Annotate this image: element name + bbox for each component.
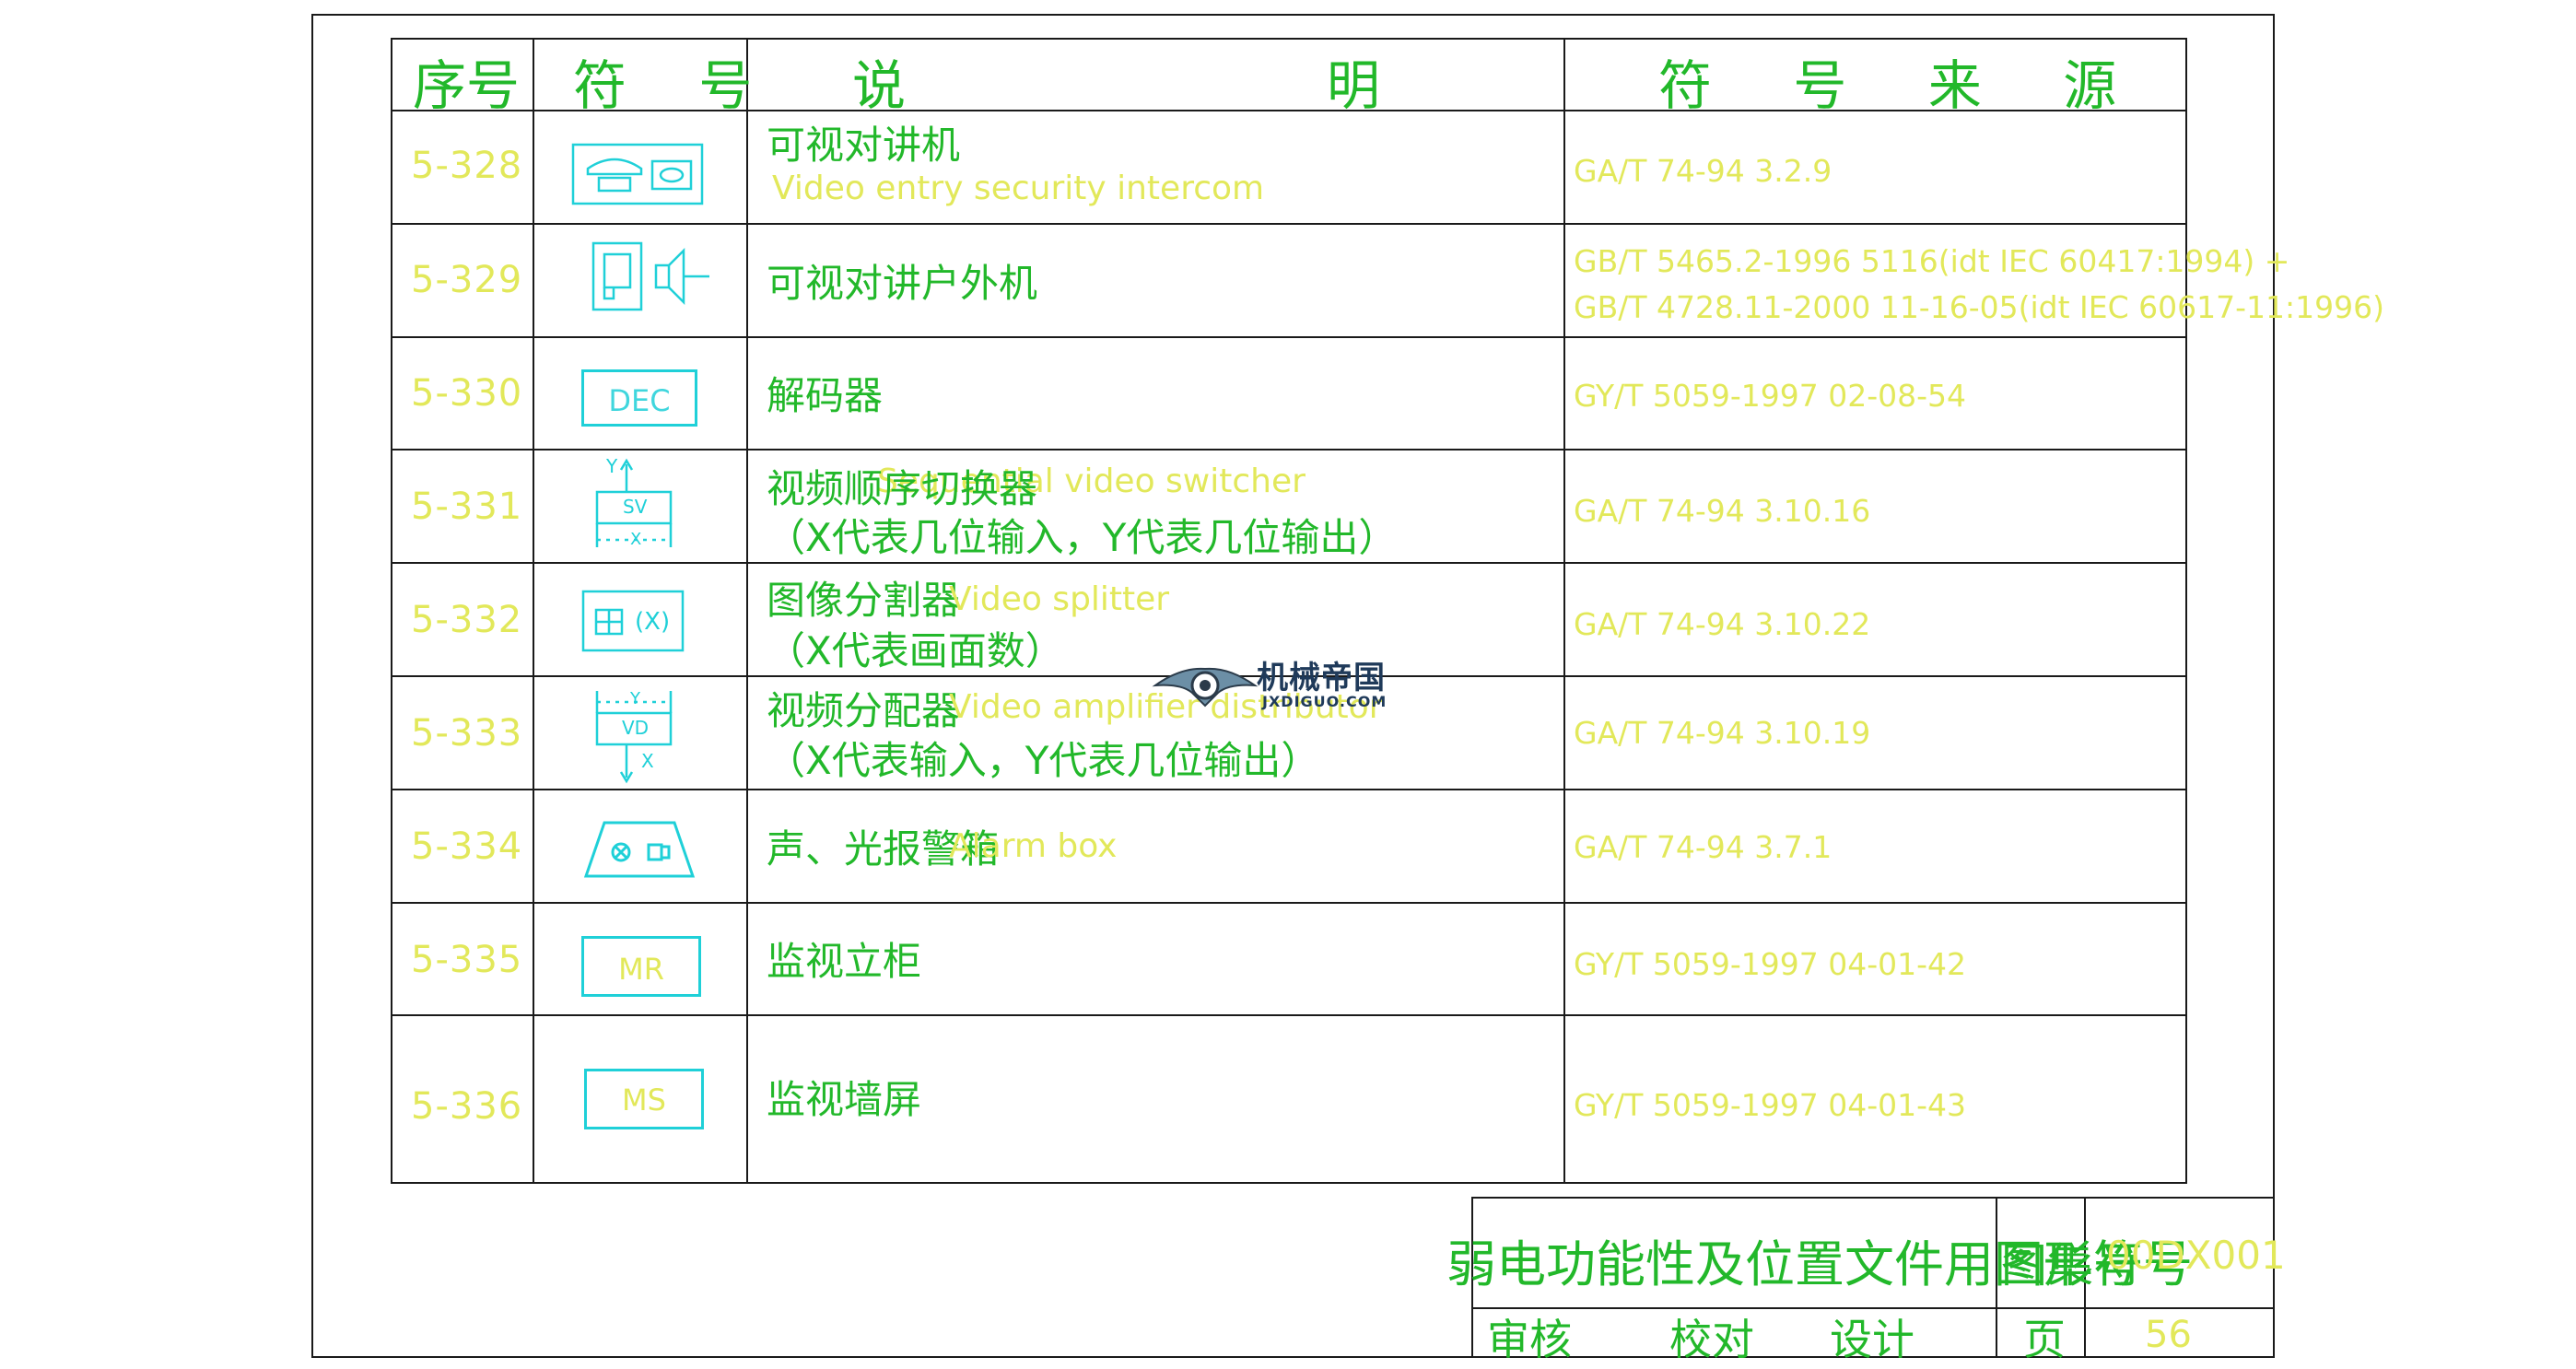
row-seq: 5-330 xyxy=(411,372,523,415)
monitor-cabinet-symbol: MR xyxy=(581,936,701,997)
monitor-wall-symbol-label: MS xyxy=(622,1082,666,1117)
video-splitter-symbol-label: (X) xyxy=(635,608,671,636)
row-description: 视频分配器 xyxy=(767,688,961,733)
atlas-number: 00DX001 xyxy=(2106,1233,2286,1278)
video-splitter-icon xyxy=(581,590,685,652)
row-description-english: Video entry security intercom xyxy=(772,170,1265,207)
row-source: GA/T 74-94 3.10.16 xyxy=(1574,493,1871,529)
video-switcher-x-label: X xyxy=(630,530,642,549)
intercom-outdoor-unit-icon xyxy=(591,241,709,311)
video-switcher-y-label: Y xyxy=(606,455,618,477)
row-description: 可视对讲户外机 xyxy=(767,261,1038,306)
row-description-english: Video splitter xyxy=(949,580,1170,618)
row-source: GA/T 74-94 3.10.19 xyxy=(1574,715,1871,751)
atlas-label: 图集号 xyxy=(2001,1239,2139,1293)
review-label: 审核 xyxy=(1487,1315,1572,1364)
row-description: 可视对讲机 xyxy=(767,123,961,168)
row-source: GA/T 74-94 3.10.22 xyxy=(1574,606,1871,642)
watermark-logo-icon xyxy=(1152,667,1259,708)
header-description-2: 明 xyxy=(1327,54,1381,117)
alarm-box-icon xyxy=(583,821,696,878)
row-source: GY/T 5059-1997 02-08-54 xyxy=(1574,378,1967,414)
row-description-note: （X代表画面数） xyxy=(767,628,1064,673)
row-description-note: （X代表输入，Y代表几位输出） xyxy=(767,738,1320,783)
header-seq: 序号 xyxy=(413,54,521,117)
video-distributor-symbol-label: VD xyxy=(622,717,650,739)
row-source: GY/T 5059-1997 04-01-43 xyxy=(1574,1087,1967,1123)
row-source: GB/T 4728.11-2000 11-16-05(idt IEC 60617… xyxy=(1574,289,2384,325)
row-description-english: Sequential video switcher xyxy=(877,462,1306,500)
monitor-wall-symbol: MS xyxy=(584,1069,704,1129)
header-description-1: 说 xyxy=(852,54,907,117)
row-seq: 5-336 xyxy=(411,1085,523,1128)
row-description: 监视立柜 xyxy=(767,939,922,984)
row-seq: 5-332 xyxy=(411,599,523,641)
outer-frame-top xyxy=(311,14,2275,16)
outer-frame-bottom xyxy=(311,1356,2275,1358)
header-symbol: 符 号 xyxy=(573,54,753,117)
video-switcher-icon xyxy=(595,458,673,547)
row-source: GA/T 74-94 3.7.1 xyxy=(1574,829,1832,865)
video-distributor-y-label: Y xyxy=(630,689,640,708)
video-distributor-icon xyxy=(595,691,673,784)
row-seq: 5-331 xyxy=(411,486,523,528)
row-seq: 5-328 xyxy=(411,145,523,187)
drawing-title: 弱电功能性及位置文件用图形符号 xyxy=(1446,1235,2193,1293)
watermark-text: 机械帝国 xyxy=(1257,660,1386,696)
design-label: 设计 xyxy=(1830,1315,1914,1364)
row-seq: 5-329 xyxy=(411,259,523,301)
row-description: 声、光报警箱 xyxy=(767,826,1000,872)
page-label: 页 xyxy=(2023,1315,2066,1364)
row-description-english: Video amplifier distributor xyxy=(949,688,1383,726)
video-switcher-symbol-label: SV xyxy=(623,496,648,518)
row-source: GY/T 5059-1997 04-01-42 xyxy=(1574,946,1967,982)
row-source: GA/T 74-94 3.2.9 xyxy=(1574,153,1832,189)
video-distributor-x-label: X xyxy=(641,750,654,772)
row-description: 图像分割器 xyxy=(767,578,961,623)
row-description: 监视墙屏 xyxy=(767,1077,922,1122)
row-description: 解码器 xyxy=(767,373,884,418)
decoder-symbol: DEC xyxy=(581,369,697,427)
row-seq: 5-333 xyxy=(411,712,523,755)
check-label: 校对 xyxy=(1669,1315,1754,1364)
row-description-english: Alarm box xyxy=(949,827,1118,865)
page-number: 56 xyxy=(2145,1314,2192,1356)
video-intercom-icon xyxy=(571,143,704,205)
row-seq: 5-335 xyxy=(411,939,523,981)
decoder-symbol-label: DEC xyxy=(608,383,671,418)
row-source: GB/T 5465.2-1996 5116(idt IEC 60417:1994… xyxy=(1574,243,2290,279)
monitor-cabinet-symbol-label: MR xyxy=(618,952,664,987)
watermark-url: JXDIGUO.COM xyxy=(1262,693,1388,710)
outer-frame-right xyxy=(2273,14,2275,1358)
header-source: 符 号 来 源 xyxy=(1658,54,2117,117)
row-description: 视频顺序切换器 xyxy=(767,466,1038,511)
watermark: 机械帝国 JXDIGUO.COM xyxy=(1152,652,1430,717)
row-seq: 5-334 xyxy=(411,825,523,868)
row-description-note: （X代表几位输入，Y代表几位输出） xyxy=(767,515,1398,560)
outer-frame-left xyxy=(311,14,313,1358)
